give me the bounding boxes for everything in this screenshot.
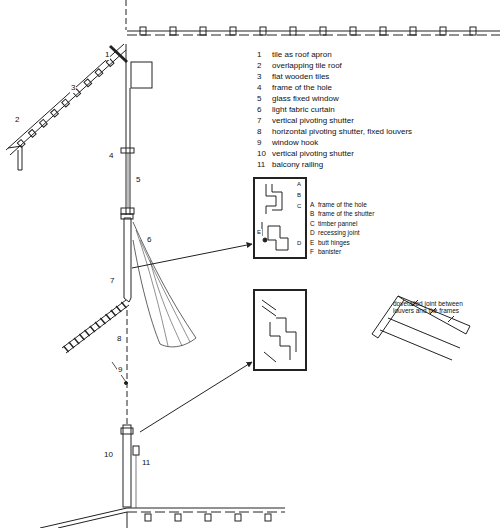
- frame-of-hole: [121, 148, 134, 153]
- gutter: [8, 146, 22, 170]
- detail-frame: [254, 178, 306, 258]
- window-hook: [112, 362, 126, 382]
- callout-number: 5: [135, 176, 141, 185]
- detail-letter: D: [296, 240, 302, 247]
- frame-of-hole: [121, 208, 134, 214]
- roof-slope: [10, 50, 126, 155]
- detail-letter: C: [296, 203, 302, 210]
- legend-number: 8: [256, 128, 262, 137]
- detail-frame: [254, 290, 306, 370]
- legend-letter: C: [309, 220, 316, 227]
- legend-text: vertical pivoting shutter: [271, 117, 355, 126]
- legend-number: 11: [256, 161, 266, 170]
- roof-line: [127, 512, 285, 513]
- legend-number: 7: [256, 117, 262, 126]
- callout-number: 7: [109, 277, 115, 286]
- axis-line: [127, 310, 128, 425]
- legend-text: frame of the hole: [317, 201, 368, 208]
- roof-slope: [40, 508, 127, 528]
- detail-arrow: [140, 362, 252, 432]
- legend-text: recessing joint: [317, 229, 361, 236]
- legend-letter: E: [309, 239, 315, 246]
- legend-number: 4: [256, 84, 262, 93]
- louver-shutter: [62, 300, 126, 348]
- roof-tiles: [17, 27, 476, 521]
- callout-number: 4: [108, 152, 114, 161]
- callout-number: 8: [116, 335, 122, 344]
- legend-text: butt hinges: [317, 239, 351, 246]
- legend-text: flat wooden tiles: [271, 73, 330, 82]
- wall-line: [130, 88, 131, 215]
- louver-hatch: [64, 302, 127, 352]
- legend-text: light fabric curtain: [271, 106, 336, 115]
- roof-slope: [58, 512, 127, 528]
- glass-window: [128, 153, 129, 208]
- callout-number: 10: [103, 451, 114, 460]
- legend-number: 1: [256, 51, 262, 60]
- callout-number: 3: [70, 84, 76, 93]
- detail-letter: B: [296, 192, 302, 199]
- legend-text: tile as roof apron: [271, 51, 333, 60]
- callout-number: 1: [104, 51, 110, 60]
- roof-line: [127, 31, 500, 32]
- railing-post: [136, 455, 137, 508]
- legend-text: horizontal pivoting shutter, fixed louve…: [271, 128, 413, 137]
- callout-number: 2: [14, 116, 20, 125]
- legend-text: timber pannel: [317, 220, 358, 227]
- shutter-frame: [121, 214, 133, 219]
- axis-line: [126, 0, 127, 30]
- legend-text: balcony railing: [271, 161, 324, 170]
- joint-detail: [262, 300, 296, 362]
- legend-number: 2: [256, 62, 262, 71]
- legend-text: banister: [317, 248, 342, 255]
- roof-slope: [6, 44, 124, 150]
- wall-line: [127, 512, 128, 528]
- pivoting-shutter: [123, 425, 131, 507]
- detail-letter: A: [296, 181, 302, 188]
- legend-text: overlapping tile roof: [271, 62, 343, 71]
- note-text: dovetailed joint between louvers and the…: [392, 300, 474, 314]
- balcony-railing: [133, 446, 139, 455]
- legend-number: 10: [256, 150, 267, 159]
- legend-number: 3: [256, 73, 262, 82]
- tile-apron: [110, 46, 127, 62]
- legend-letter: D: [309, 229, 316, 236]
- beam-box: [131, 62, 152, 88]
- roof-line: [127, 508, 285, 509]
- legend-letter: A: [309, 201, 315, 208]
- legend-text: vertical pivoting shutter: [271, 150, 355, 159]
- shutter-frame: [121, 428, 133, 434]
- legend-text: glass fixed window: [271, 95, 340, 104]
- fabric-curtain: [133, 222, 196, 347]
- legend-text: frame of the shutter: [317, 210, 375, 217]
- hinge: [263, 238, 267, 242]
- pivoting-shutter: [124, 218, 131, 302]
- legend-text: frame of the hole: [271, 84, 333, 93]
- callout-number: 11: [141, 459, 151, 468]
- detail-arrow: [132, 244, 252, 268]
- wall-line: [126, 44, 127, 215]
- curtain-folds: [136, 230, 190, 346]
- detail-letter: E: [256, 229, 262, 236]
- callout-number: 9: [117, 366, 123, 375]
- joint-detail: [262, 184, 288, 250]
- legend-number: 5: [256, 95, 262, 104]
- louver-shutter: [66, 305, 129, 353]
- legend-letter: B: [309, 210, 315, 217]
- legend-text: window hook: [271, 139, 319, 148]
- callout-number: 6: [146, 236, 152, 245]
- legend-number: 9: [256, 139, 262, 148]
- legend-number: 6: [256, 106, 262, 115]
- legend-letter: F: [309, 248, 315, 255]
